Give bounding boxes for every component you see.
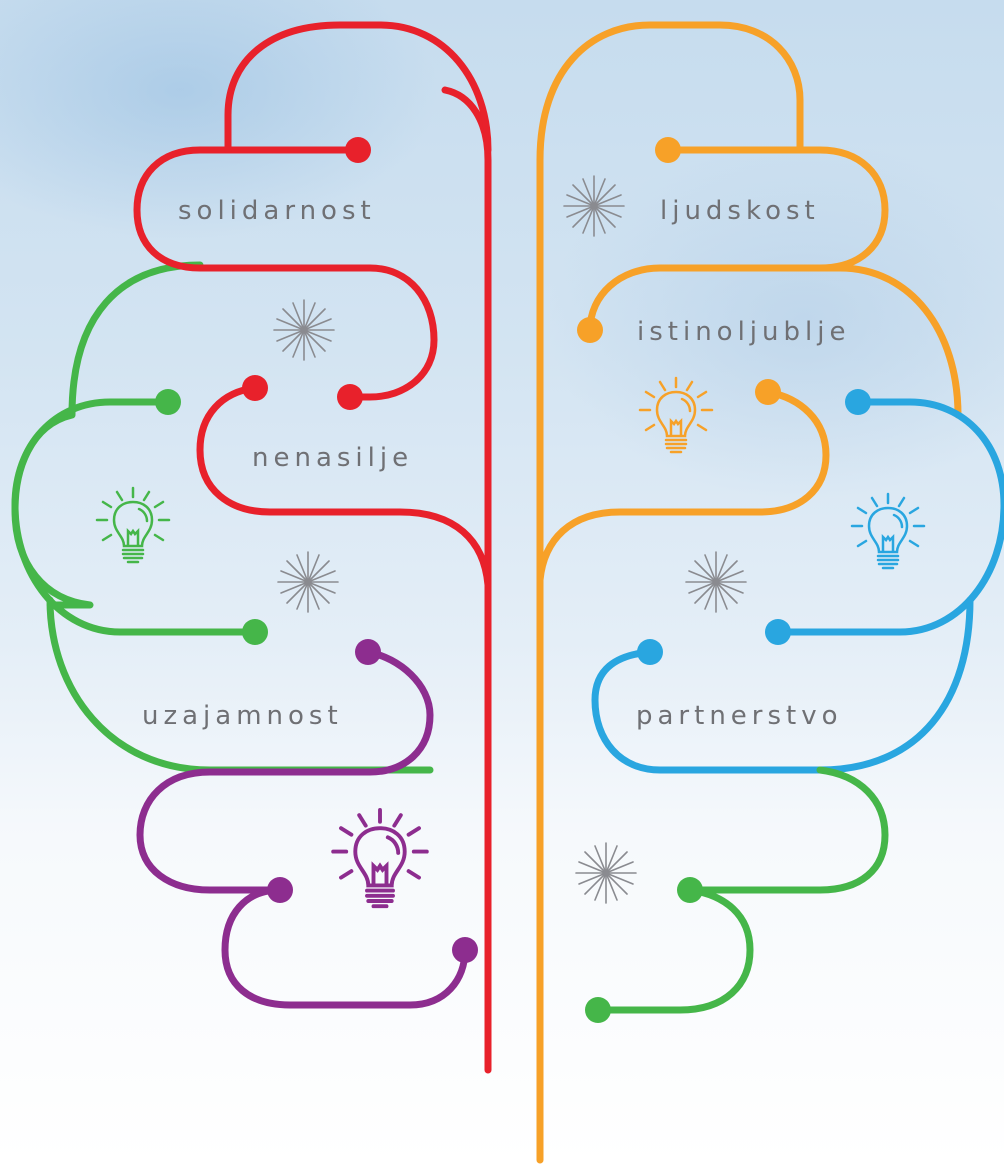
sparkle-star-icon bbox=[563, 175, 625, 237]
node-dot bbox=[345, 137, 371, 163]
word-nenasilje: nenasilje bbox=[252, 443, 413, 473]
node-dot bbox=[242, 619, 268, 645]
green-left-loop-upper bbox=[11, 398, 259, 636]
blue-lower-path bbox=[591, 596, 974, 774]
word-ljudskost: ljudskost bbox=[660, 196, 820, 226]
purple-path-upper bbox=[136, 648, 434, 894]
sparkle-star-icon bbox=[277, 551, 339, 613]
node-dot bbox=[577, 317, 603, 343]
red-inner-loop bbox=[196, 384, 492, 589]
node-dot bbox=[637, 639, 663, 665]
red-stem-path bbox=[133, 86, 492, 1074]
node-dots bbox=[155, 137, 871, 1023]
lightbulb-icon bbox=[850, 492, 926, 570]
sparkle-star-icon bbox=[273, 299, 335, 361]
node-dot bbox=[355, 639, 381, 665]
node-dot bbox=[677, 877, 703, 903]
sparkle-star-icon bbox=[575, 842, 637, 904]
word-uzajamnost: uzajamnost bbox=[142, 701, 343, 731]
sparkle-star-icon bbox=[685, 551, 747, 613]
purple-path-lower bbox=[221, 886, 469, 1009]
orange-outer-arch bbox=[716, 264, 962, 419]
node-dot bbox=[155, 389, 181, 415]
node-dot bbox=[655, 137, 681, 163]
green-right-path bbox=[594, 766, 889, 1014]
node-dot bbox=[242, 375, 268, 401]
word-solidarnost: solidarnost bbox=[178, 196, 376, 226]
red-top-arch bbox=[224, 21, 492, 154]
green-left-outer-path bbox=[11, 261, 434, 774]
word-istinoljublje: istinoljublje bbox=[637, 317, 850, 347]
node-dot bbox=[452, 937, 478, 963]
node-dot bbox=[267, 877, 293, 903]
node-dot bbox=[755, 379, 781, 405]
lightbulb-icon bbox=[331, 808, 429, 909]
lightbulb-icon bbox=[95, 486, 171, 564]
orange-inner-loop bbox=[536, 388, 830, 584]
lightbulb-icon bbox=[638, 376, 714, 454]
word-partnerstvo: partnerstvo bbox=[636, 701, 843, 731]
node-dot bbox=[845, 389, 871, 415]
node-dot bbox=[337, 384, 363, 410]
node-dot bbox=[585, 997, 611, 1023]
orange-stem-path bbox=[536, 21, 889, 1164]
node-dot bbox=[765, 619, 791, 645]
